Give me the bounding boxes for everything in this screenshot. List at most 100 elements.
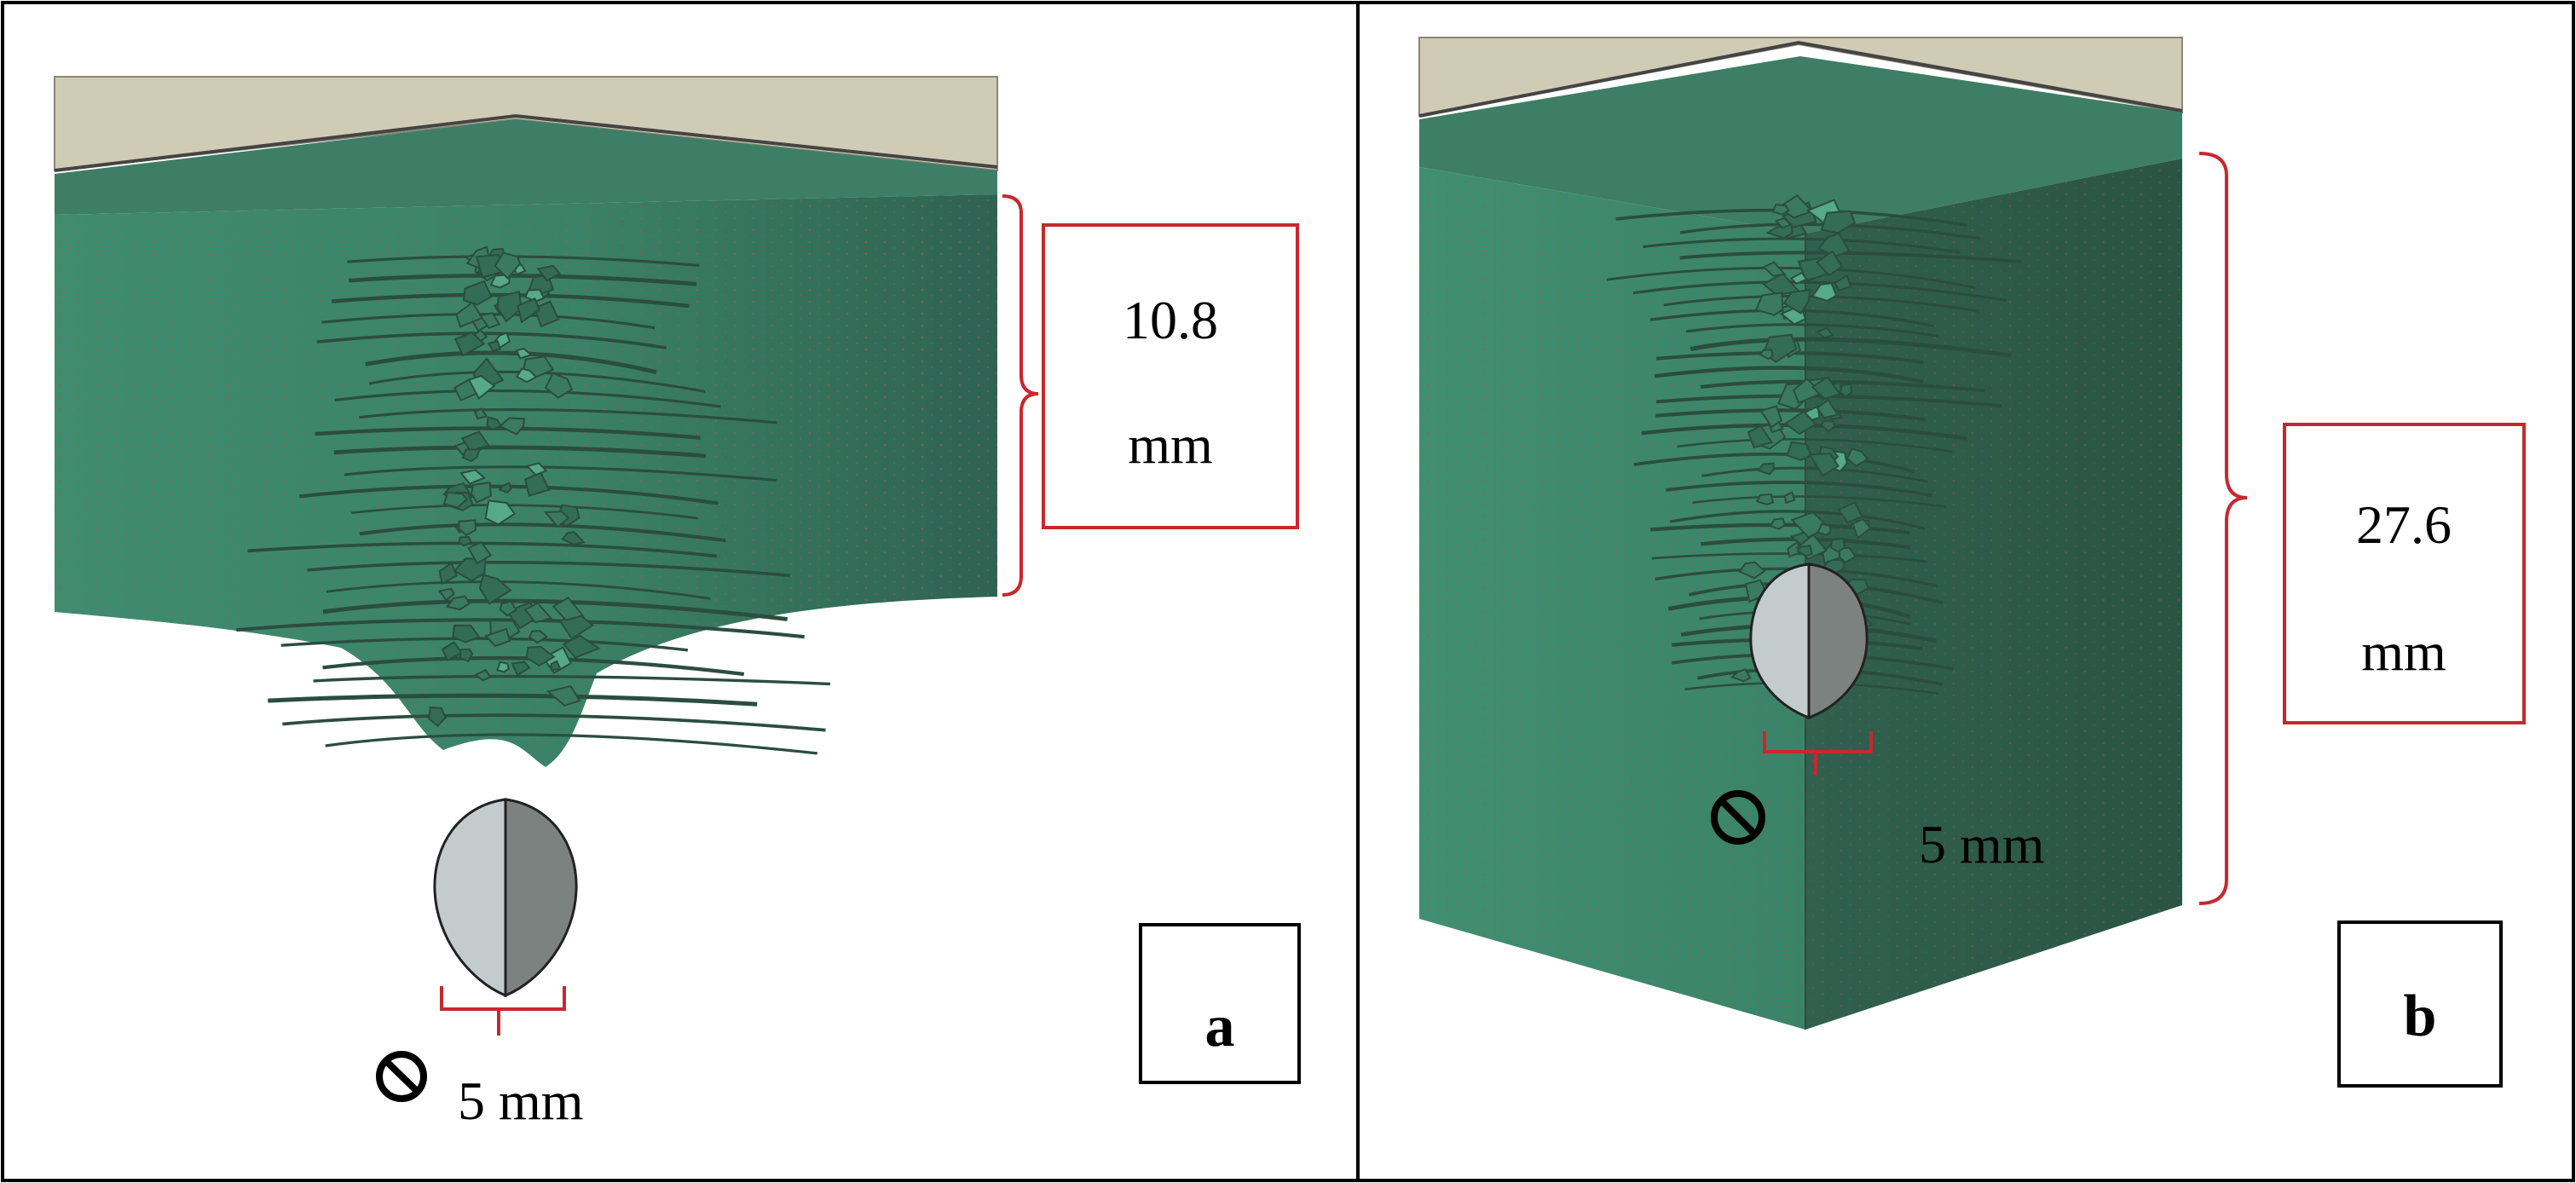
fragment <box>428 707 447 728</box>
fragment <box>1782 288 1811 315</box>
delamination-line <box>333 445 707 459</box>
panel-b: 5 mm 27.6 mm b <box>1418 37 2526 1088</box>
delamination-line <box>359 408 777 424</box>
fragment <box>1747 424 1774 449</box>
thickness-bracket-a <box>1002 194 1039 597</box>
fragment <box>1771 204 1790 216</box>
fragment <box>1762 272 1801 296</box>
fragment <box>452 624 481 643</box>
fragment <box>1817 232 1851 257</box>
fragment <box>459 469 487 485</box>
diameter-bracket-a <box>440 986 566 1036</box>
fragment <box>1769 517 1787 530</box>
fragment <box>1816 522 1832 536</box>
delamination-line <box>351 504 698 520</box>
fragment <box>1793 378 1823 404</box>
fragment <box>487 340 502 352</box>
fragment <box>462 280 493 306</box>
fragment <box>1762 261 1787 277</box>
fragment <box>528 630 548 644</box>
fragment <box>486 416 503 430</box>
thickness-bracket-b <box>2198 152 2248 905</box>
panel-label-box-b <box>2337 920 2503 1088</box>
delamination-line <box>1666 481 1932 498</box>
fragment <box>478 312 501 329</box>
fragment <box>546 685 581 707</box>
fragment <box>1834 274 1852 291</box>
delamination-line <box>1650 522 1910 535</box>
fragment <box>470 481 492 504</box>
delamination-line <box>1606 266 1976 290</box>
fragment <box>1808 453 1840 477</box>
fragment <box>467 374 496 400</box>
diameter-label-b: 5 mm <box>1919 814 2045 874</box>
fragment <box>1783 410 1818 436</box>
fragment <box>1815 326 1834 339</box>
delamination-line <box>268 693 758 707</box>
fragment <box>1816 398 1840 419</box>
thickness-box-b <box>2283 423 2526 724</box>
delamination-line <box>282 713 826 732</box>
fragment <box>461 448 481 463</box>
delamination-line <box>365 350 657 374</box>
delamination-line <box>349 273 697 286</box>
fragment <box>544 372 574 399</box>
fragment <box>441 641 464 661</box>
fragment <box>524 288 546 303</box>
plate-mesh-side-b <box>1805 159 2182 1030</box>
fragment <box>445 595 471 611</box>
fragment <box>1744 579 1768 603</box>
plate-mesh-front-b <box>1419 167 1805 1030</box>
panel-label-a: a <box>1205 994 1235 1059</box>
fragment <box>1786 441 1813 461</box>
thickness-box-a <box>1042 223 1299 529</box>
delamination-line <box>1685 323 1939 338</box>
delamination-line <box>1692 495 1947 508</box>
delamination-line <box>1701 466 1928 483</box>
delamination-line <box>1677 438 1953 453</box>
panel-a: 5 mm 10.8 mm a <box>54 76 1301 1131</box>
diameter-label-a: 5 mm <box>458 1070 584 1131</box>
delamination-line <box>316 332 667 350</box>
fragment <box>453 332 486 357</box>
fragment <box>437 587 455 602</box>
fragment <box>473 407 488 420</box>
fragment <box>536 264 562 282</box>
thickness-unit-b: mm <box>2361 621 2446 682</box>
diameter-icon <box>376 1051 427 1102</box>
delamination-line <box>325 733 817 755</box>
projectile-a <box>433 798 578 998</box>
delamination-b <box>1606 194 2022 695</box>
fragment <box>525 462 548 476</box>
delamination-line <box>322 598 788 621</box>
delamination-line <box>359 522 726 543</box>
fragment <box>1754 291 1784 316</box>
delamination-line <box>1669 510 1926 531</box>
fragment <box>561 531 586 545</box>
delamination-line <box>322 655 745 677</box>
fragment <box>1730 667 1752 683</box>
fragment <box>1759 349 1774 361</box>
fragment <box>1837 501 1863 524</box>
fragment <box>1821 419 1836 433</box>
fragment <box>496 290 523 323</box>
fragment <box>458 535 473 547</box>
fragment <box>525 645 556 667</box>
fragment <box>1820 210 1857 234</box>
plate-top-b <box>1419 56 2182 234</box>
fragment <box>438 562 459 586</box>
fragment <box>1815 250 1844 277</box>
plate-top-a <box>55 119 997 215</box>
delamination-line <box>1655 394 2001 408</box>
fragment <box>1789 271 1808 285</box>
delamination-a <box>236 245 830 755</box>
fragment <box>1755 493 1775 505</box>
fragment <box>511 661 531 677</box>
fragment <box>498 482 512 494</box>
thickness-value-a: 10.8 <box>1123 290 1218 350</box>
delamination-line <box>1689 337 2012 358</box>
fragment <box>515 347 534 360</box>
fragment <box>1811 282 1838 303</box>
